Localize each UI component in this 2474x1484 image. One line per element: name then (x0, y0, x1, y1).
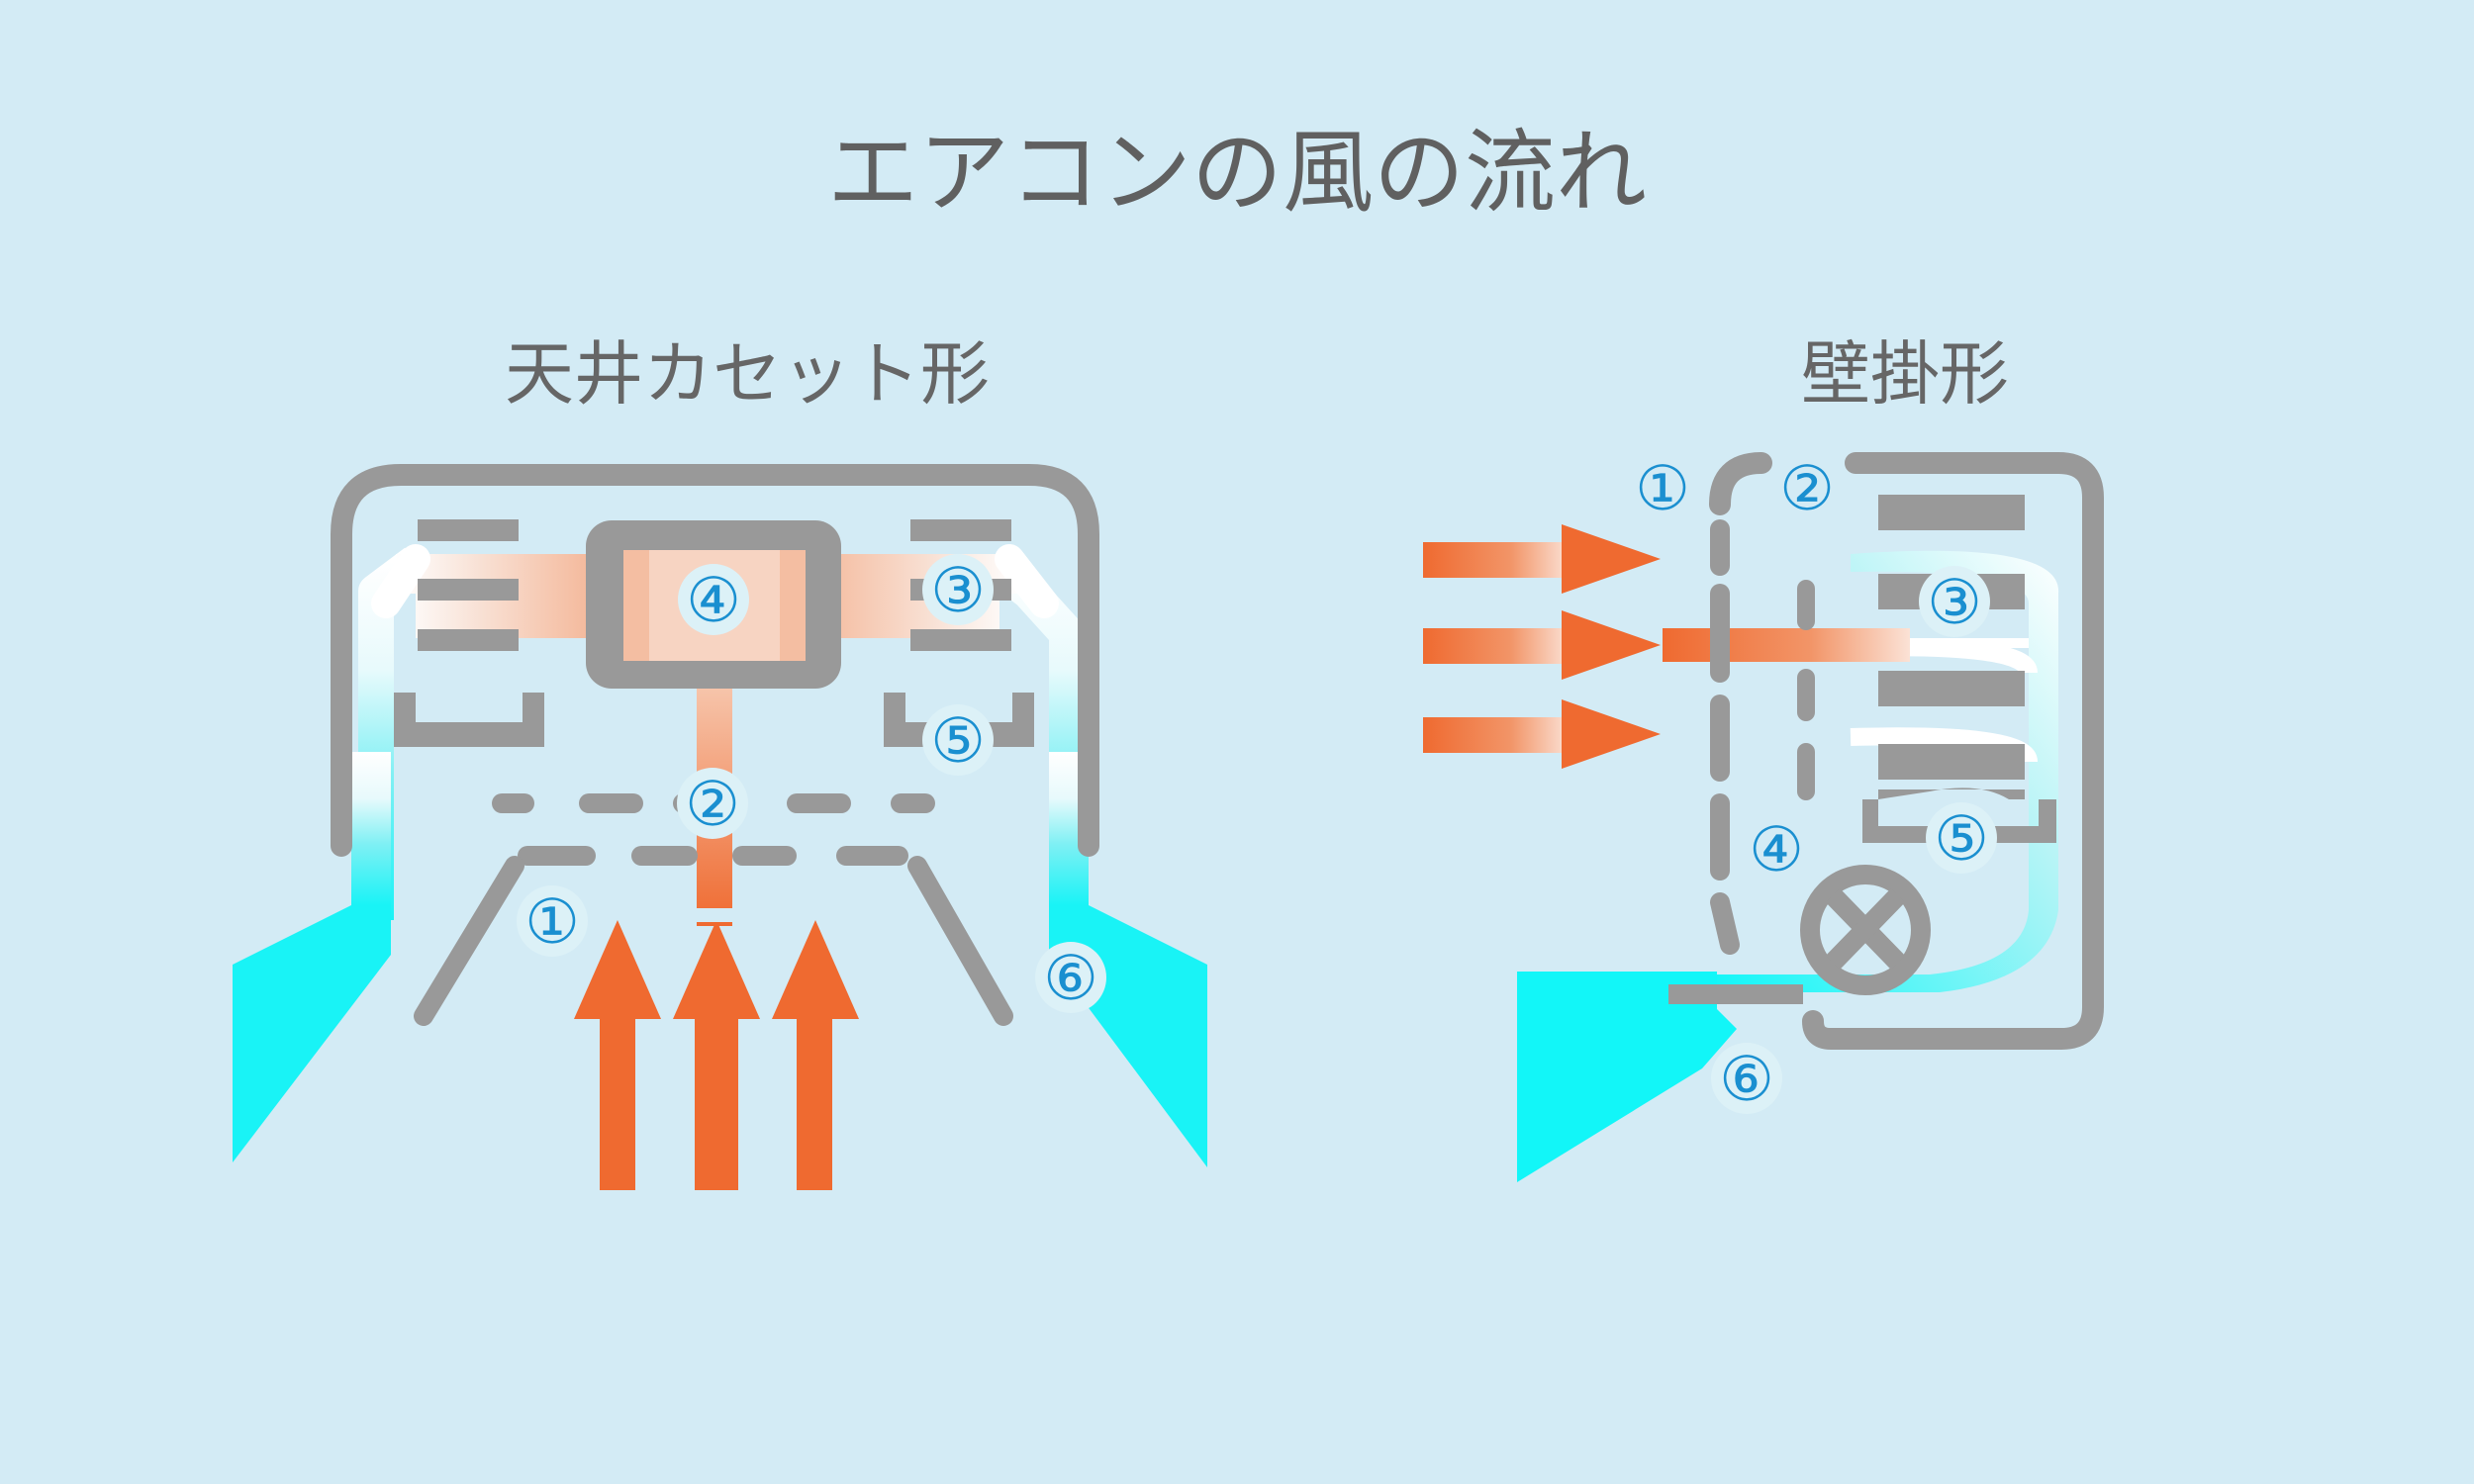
wall-marker-4: ④ (1749, 813, 1804, 885)
wall-marker-6: ⑥ (1719, 1043, 1774, 1115)
ceiling-marker-6: ⑥ (1043, 942, 1098, 1014)
wall-cross-flow-fan (1800, 865, 1931, 995)
ceiling-marker-1: ① (524, 885, 580, 958)
wall-intake-arrow-2 (1423, 610, 1661, 680)
ceiling-markers: ① ② ③ ④ ⑤ ⑥ (517, 554, 1106, 1014)
wall-housing-front (1709, 452, 1772, 515)
wall-markers: ① ② ③ ④ ⑤ ⑥ (1635, 452, 1997, 1115)
wall-front-grille (1710, 519, 1740, 955)
wall-inflow-band (1663, 628, 1910, 662)
wall-intake-arrow-1 (1423, 524, 1661, 594)
wall-marker-3: ③ (1927, 566, 1982, 638)
ceiling-marker-4: ④ (686, 564, 741, 636)
wall-intake-arrow-3 (1423, 699, 1661, 769)
ceiling-louver-left (414, 856, 524, 1026)
ceiling-housing (331, 464, 1099, 857)
ceiling-outflow-left (233, 547, 427, 1162)
diagram-title: エアコンの風の流れ (826, 120, 1647, 226)
ceiling-intake-arrows (574, 920, 859, 1190)
ceiling-marker-2: ② (685, 768, 740, 840)
wall-marker-5: ⑤ (1934, 802, 1989, 875)
ceiling-cassette-unit (233, 464, 1207, 1190)
ceiling-louver-right (907, 856, 1013, 1026)
wall-housing (1802, 452, 2104, 1050)
ceiling-heat-exchanger-left (394, 519, 544, 747)
wall-mounted-title: 壁掛形 (1801, 333, 2009, 415)
intake-arrow-2 (673, 920, 760, 1190)
wall-marker-2: ② (1779, 452, 1835, 524)
intake-arrow-3 (772, 920, 859, 1190)
wall-intake-arrows (1423, 524, 1661, 769)
ceiling-cassette-title: 天井カセット形 (505, 333, 990, 415)
ceiling-marker-3: ③ (930, 554, 986, 626)
intake-arrow-1 (574, 920, 661, 1190)
ceiling-marker-5: ⑤ (930, 704, 986, 777)
wall-marker-1: ① (1635, 452, 1690, 524)
